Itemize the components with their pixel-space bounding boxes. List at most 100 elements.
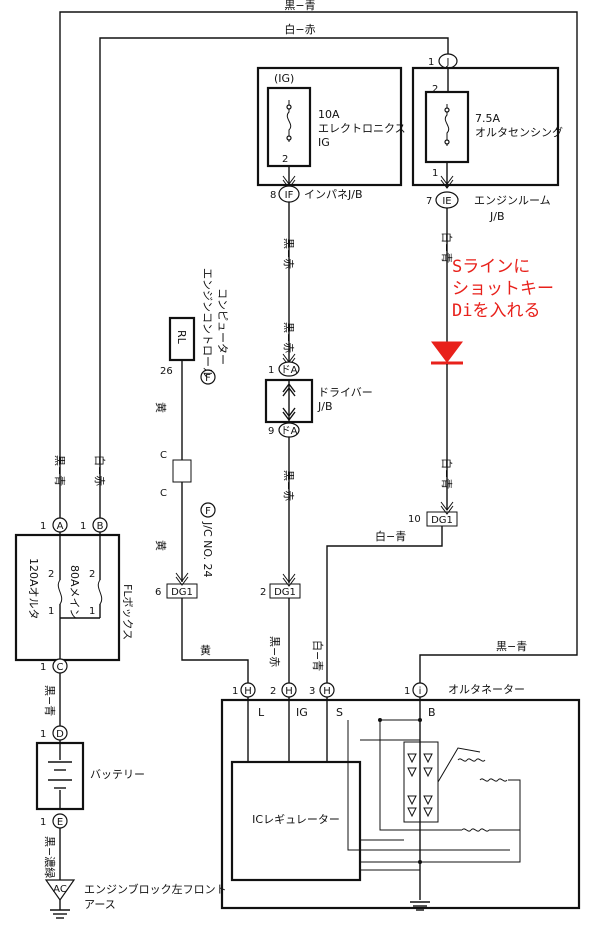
- connector-b-pin: 1: [80, 521, 86, 532]
- wire-label-yellow-bottom: 黄: [200, 643, 211, 657]
- alternator-label: オルタネーター: [448, 683, 525, 696]
- rectifier-diodes-icon: [403, 741, 439, 823]
- note-line1: Sラインに: [452, 257, 530, 277]
- connector-ie: 7 IE エンジンルーム J/B: [426, 191, 551, 223]
- fuse-alt-name: オルタセンシング: [475, 125, 563, 139]
- ground-label1: エンジンブロック左フロント: [84, 882, 227, 896]
- ecu-rl: RL 26 F エンジンコントロール コンピューター 黄: [154, 268, 229, 460]
- connector-dg1-6-id: DG1: [171, 587, 193, 598]
- wire-label-battery-bottom: 黒−濃緑: [43, 836, 57, 878]
- wire-label-ig-out: 黒−赤: [282, 238, 295, 269]
- connector-ac-id: AC: [53, 884, 67, 895]
- connector-b-id: B: [97, 521, 104, 532]
- junction-connector: C C F J/C NO. 24 黄 6 DG1 黄: [154, 450, 249, 684]
- fuse-ig-amp: 10A: [318, 108, 340, 121]
- wire-label-battery-top: 黒−青: [43, 685, 56, 716]
- connector-if-pin: 8: [270, 190, 276, 201]
- jc-label: J/C NO. 24: [201, 521, 214, 578]
- wire-driver-to-dg1: 黒−赤 2 DG1 黒−赤: [260, 437, 301, 684]
- connector-if: 8 IF インパネJ/B: [270, 166, 363, 203]
- connector-h2-id: H: [285, 686, 293, 697]
- wire-label-alt-b: 黒−青: [496, 640, 527, 653]
- fuse-80a-icon: [97, 579, 103, 605]
- fl-p2b: 2: [89, 569, 95, 580]
- fl-120a-label: 120Aオルタ: [27, 558, 40, 620]
- wire-label-s-vertical: 白−青: [311, 640, 325, 671]
- fl-80a-label: 80Aメイン: [68, 565, 81, 620]
- connector-dg1-2-id: DG1: [274, 587, 296, 598]
- fuse-alt-pin-bot: 1: [432, 168, 438, 179]
- connector-h1-id: H: [244, 686, 252, 697]
- connector-f-id: F: [205, 373, 211, 384]
- fuse-120a-icon: [57, 579, 63, 605]
- wire-ig-vertical: 黒−赤 黒−赤: [282, 202, 296, 367]
- fuse-ig-icon: [286, 100, 292, 142]
- fuse-box-alt-sensing: 1 J 2 1 7.5A オルタセンシング: [411, 53, 563, 189]
- fuse-ig-sub: IG: [318, 136, 330, 149]
- fuse-alt-amp: 7.5A: [475, 112, 500, 125]
- driver-jb-label2: J/B: [317, 400, 333, 413]
- battery-section: 1 C 黒−青 1 D バッテリー 1 E 黒−濃緑 AC エンジンブロック左フ…: [35, 658, 227, 919]
- wire-label-sense-horiz: 白−青: [375, 529, 406, 543]
- stator-coil-icon: [437, 747, 521, 832]
- jc-f-id: F: [205, 506, 211, 517]
- driver-jb-label1: ドライバー: [318, 386, 373, 399]
- fl-box: 1 A 1 B 黒−青 白−赤 2 1 2 1 120Aオルタ 80Aメイン F…: [14, 455, 134, 662]
- fuse-ig-name: エレクトロニクス: [318, 122, 406, 135]
- wire-label-drv-out: 黒−赤: [282, 470, 295, 501]
- ecu-label1: エンジンコントロール: [201, 268, 214, 378]
- jc-c1: C: [160, 450, 167, 461]
- connector-i-id: i: [419, 686, 422, 697]
- fuse-ig-pin: 2: [282, 154, 288, 165]
- connector-h1-pin: 1: [232, 686, 238, 697]
- connector-e-pin: 1: [40, 817, 46, 828]
- terminal-l: L: [258, 706, 265, 719]
- wire-label-fl-right: 白−赤: [93, 455, 107, 486]
- fuse-box-ig: (IG) 10A エレクトロニクス IG 2: [256, 66, 406, 187]
- ground-ac-icon: [44, 879, 76, 902]
- ecu-rl-pin: 26: [160, 366, 173, 377]
- connector-dg1-10-pin: 10: [408, 514, 421, 525]
- wire-white-red-top: 白−赤: [99, 22, 449, 525]
- connector-ie-label1: エンジンルーム: [474, 194, 551, 207]
- terminal-b: B: [428, 706, 436, 719]
- jc-c2: C: [160, 488, 167, 499]
- connector-dg1-10-id: DG1: [431, 515, 453, 526]
- wire-label-sense-lower: 白−青: [440, 458, 454, 489]
- connector-da-bot-id: ドA: [281, 426, 298, 437]
- fl-box-label: FLボックス: [121, 584, 134, 640]
- ic-regulator-label: ICレギュレーター: [252, 813, 340, 826]
- wire-label-black-blue-top: 黒−青: [284, 0, 315, 12]
- connector-d-pin: 1: [40, 729, 46, 740]
- ecu-label2: コンピューター: [216, 288, 229, 365]
- connector-j-id: J: [446, 57, 450, 68]
- alternator: 1 H 2 H 3 H 1 i オルタネーター 黒−青 L IG S B ICレ…: [220, 640, 581, 911]
- connector-a-pin: 1: [40, 521, 46, 532]
- connector-ie-pin: 7: [426, 196, 432, 207]
- schottky-diode-icon: [431, 341, 463, 363]
- wire-label-yellow-mid: 黄: [154, 540, 168, 551]
- connector-da-top-pin: 1: [268, 365, 274, 376]
- connector-h2-pin: 2: [270, 686, 276, 697]
- terminal-s: S: [336, 706, 343, 719]
- wire-black-blue-top: 黒−青: [59, 0, 578, 690]
- wire-label-fl-left: 黒−青: [53, 455, 66, 486]
- note-line2: ショットキー: [452, 279, 554, 299]
- fl-p1b: 1: [89, 606, 95, 617]
- connector-i-pin: 1: [404, 686, 410, 697]
- fuse-alt-pin-top: 2: [432, 84, 438, 95]
- connector-ie-id: IE: [442, 196, 451, 207]
- ground-label2: アース: [84, 898, 116, 911]
- connector-dg1-2-pin: 2: [260, 587, 266, 598]
- driver-jb: 1 ドA ドライバー J/B 9 ドA: [264, 361, 373, 438]
- connector-j-pin: 1: [428, 57, 434, 68]
- ecu-rl-label: RL: [175, 330, 188, 345]
- connector-h3-id: H: [323, 686, 331, 697]
- terminal-ig: IG: [296, 706, 308, 719]
- connector-da-top-id: ドA: [281, 365, 298, 376]
- connector-a-id: A: [57, 521, 64, 532]
- connector-if-id: IF: [285, 190, 294, 201]
- connector-if-label: インパネJ/B: [304, 188, 363, 201]
- connector-da-bot-pin: 9: [268, 426, 274, 437]
